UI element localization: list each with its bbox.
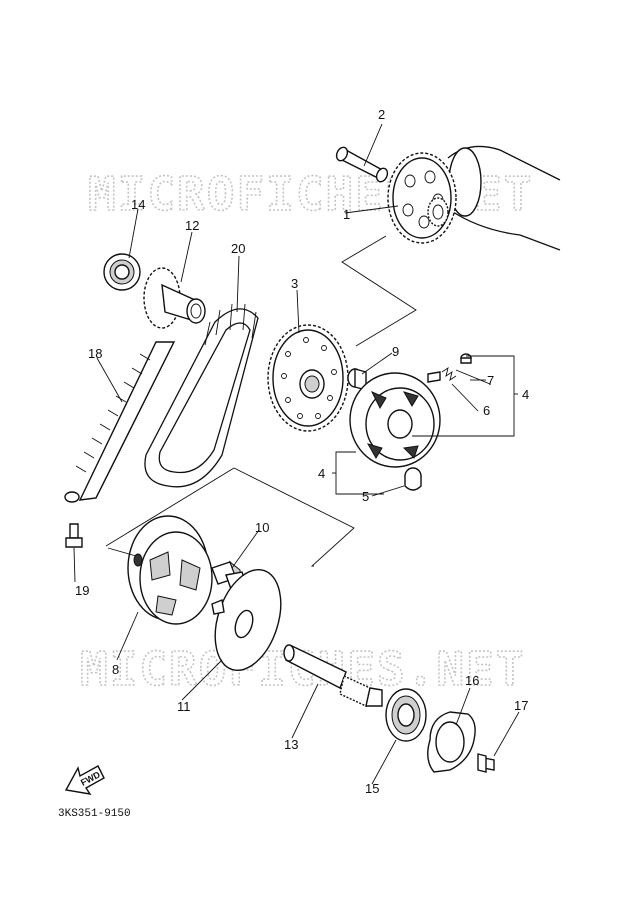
callout-15: 15	[365, 781, 379, 796]
callout-2: 2	[378, 107, 385, 122]
callout-3: 3	[291, 276, 298, 291]
callout-18: 18	[88, 346, 102, 361]
part-3-sprocket	[267, 324, 349, 432]
callout-12: 12	[185, 218, 199, 233]
connector-lines	[105, 235, 518, 567]
part-code: 3KS351-9150	[58, 808, 131, 820]
part-18-chain-guide	[64, 341, 176, 503]
callout-5: 5	[362, 489, 369, 504]
part-8-clutch-hub	[127, 515, 213, 625]
callout-10: 10	[255, 520, 269, 535]
part-1-gear	[387, 152, 457, 244]
part-19-bolt	[65, 523, 83, 548]
callout-16: 16	[465, 673, 479, 688]
callout-7: 7	[487, 373, 494, 388]
part-9-boss	[347, 368, 367, 391]
part-11-drive-plate	[211, 568, 282, 672]
callout-14: 14	[131, 197, 145, 212]
callout-17: 17	[514, 698, 528, 713]
part-16-retainer-plate	[427, 711, 476, 773]
part-7-cap	[460, 353, 472, 364]
callout-1: 1	[343, 207, 350, 222]
part-4-starter-clutch	[349, 372, 441, 468]
callout-6: 6	[483, 403, 490, 418]
part-2-pin	[335, 146, 389, 183]
callout-8: 8	[112, 662, 119, 677]
part-6-spring	[427, 366, 457, 383]
part-14-bearing	[103, 253, 141, 291]
callout-4-right: 4	[522, 387, 529, 402]
leader-lines	[73, 123, 520, 785]
callout-9: 9	[392, 344, 399, 359]
part-13-shaft	[283, 644, 383, 707]
callout-4-left: 4	[318, 466, 325, 481]
part-5-roller	[404, 467, 422, 491]
callout-13: 13	[284, 737, 298, 752]
part-17-screw	[477, 753, 495, 773]
part-12-sprocket-shaft	[143, 267, 206, 329]
forward-arrow-icon: FWD	[64, 765, 105, 795]
callout-11: 11	[177, 699, 191, 714]
callout-19: 19	[75, 583, 89, 598]
part-15-bearing	[385, 688, 427, 742]
part-20-chain	[144, 303, 259, 488]
crankcase-edge	[447, 145, 561, 251]
callout-20: 20	[231, 241, 245, 256]
